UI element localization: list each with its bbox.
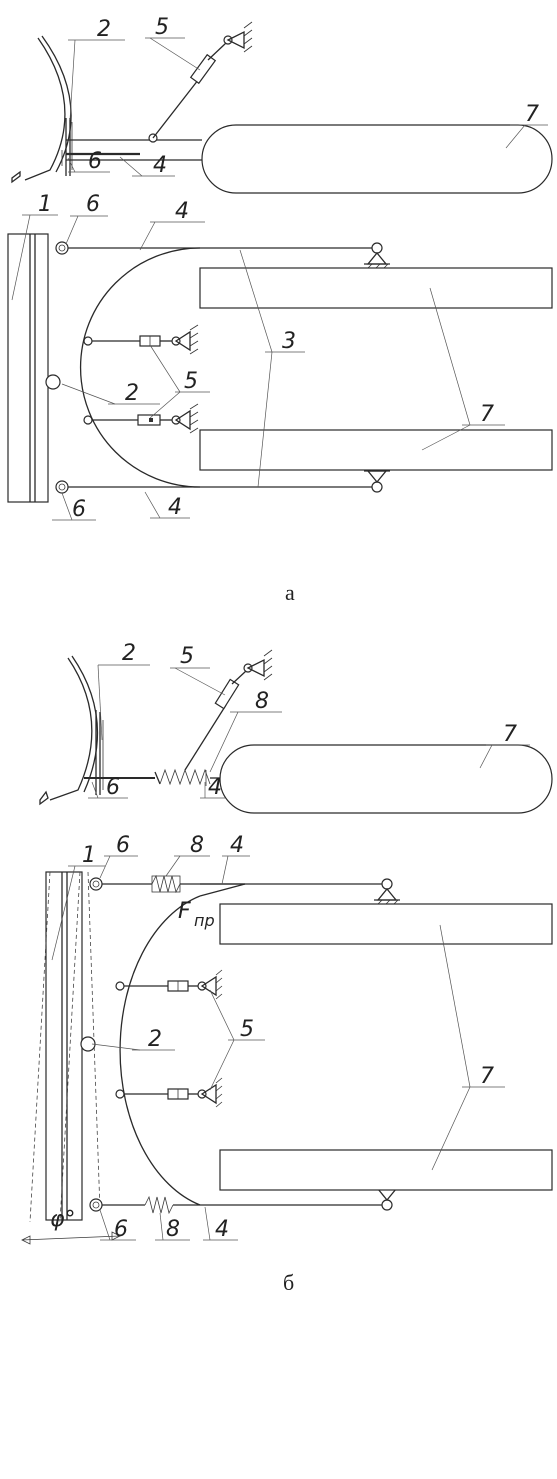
fig-b-side-label-4: 4 xyxy=(208,775,222,800)
fig-a-top-label-4-upper: 4 xyxy=(175,199,189,224)
fig-a-top-label-6-upper: 6 xyxy=(86,192,100,217)
fig-b-top-label-7: 7 xyxy=(480,1064,494,1089)
arc-2-top xyxy=(79,247,201,488)
fig-b-top-label-6-lower: 6 xyxy=(114,1217,128,1242)
wheel-7-top-upper-b xyxy=(219,903,553,945)
moldboard-inner xyxy=(41,35,72,173)
fig-a-caption: а xyxy=(285,580,295,605)
fig-b-top-label-6-upper: 6 xyxy=(116,833,130,858)
fig-a-side-label-2: 2 xyxy=(97,17,111,42)
angle-phi-label: φ° xyxy=(50,1207,76,1232)
fig-a-top-label-4-lower: 4 xyxy=(168,495,182,520)
fig-a-side-label-7: 7 xyxy=(525,102,539,127)
force-label: F xyxy=(178,899,191,924)
fig-a-top-view: 1 6 4 5 2 3 7 6 4 xyxy=(7,192,553,522)
fig-a-top-label-6-lower: 6 xyxy=(72,497,86,522)
fig-b-top-label-4-lower: 4 xyxy=(215,1217,229,1242)
fig-a-side-label-6: 6 xyxy=(88,149,102,174)
fig-a-top-label-5: 5 xyxy=(184,369,198,394)
fig-a-top-label-3: 3 xyxy=(282,329,296,354)
fig-b-caption: б xyxy=(283,1270,294,1295)
fig-a-top-label-2: 2 xyxy=(125,381,139,406)
moldboard-1-top xyxy=(7,233,49,503)
fig-b-top-label-8-upper: 8 xyxy=(190,833,204,858)
fig-a-top-label-7: 7 xyxy=(480,402,494,427)
fig-b-top-label-4-upper: 4 xyxy=(230,833,244,858)
wheel-7-top-lower xyxy=(199,429,553,471)
fig-b-side-label-8: 8 xyxy=(255,689,269,714)
wheel-7-top-upper xyxy=(199,267,553,309)
force-subscript: пр xyxy=(194,911,215,930)
fig-b-top-label-5: 5 xyxy=(240,1017,254,1042)
fig-b-side-label-6: 6 xyxy=(106,775,120,800)
moldboard-outer-b xyxy=(49,657,93,801)
fig-b-top-label-8-lower: 8 xyxy=(166,1217,180,1242)
fig-b-side-label-2: 2 xyxy=(122,641,136,666)
fig-b-top-view: 1 6 8 4 F пр 2 5 7 φ° 6 8 4 xyxy=(21,833,553,1245)
fig-a-top-label-1: 1 xyxy=(38,192,52,217)
actuator-5-side xyxy=(189,53,217,85)
wheel-7-side xyxy=(201,124,553,194)
fig-b-side-view: 2 5 8 7 6 4 xyxy=(39,641,553,814)
fig-a-side-view: 2 5 6 4 7 xyxy=(11,15,553,194)
fig-b-top-label-1: 1 xyxy=(82,843,96,868)
fig-a-side-label-5: 5 xyxy=(155,15,169,40)
fig-b-top-label-2: 2 xyxy=(148,1027,162,1052)
fig-b-side-label-5: 5 xyxy=(180,644,194,669)
moldboard-outer xyxy=(24,37,66,181)
fig-a-side-label-4: 4 xyxy=(153,153,167,178)
moldboard-1-top-b xyxy=(45,871,83,1221)
wheel-7-top-lower-b xyxy=(219,1149,553,1191)
wheel-7-side-b xyxy=(219,744,553,814)
fig-b-side-label-7: 7 xyxy=(503,722,517,747)
arc-2-top-b xyxy=(119,895,201,1206)
